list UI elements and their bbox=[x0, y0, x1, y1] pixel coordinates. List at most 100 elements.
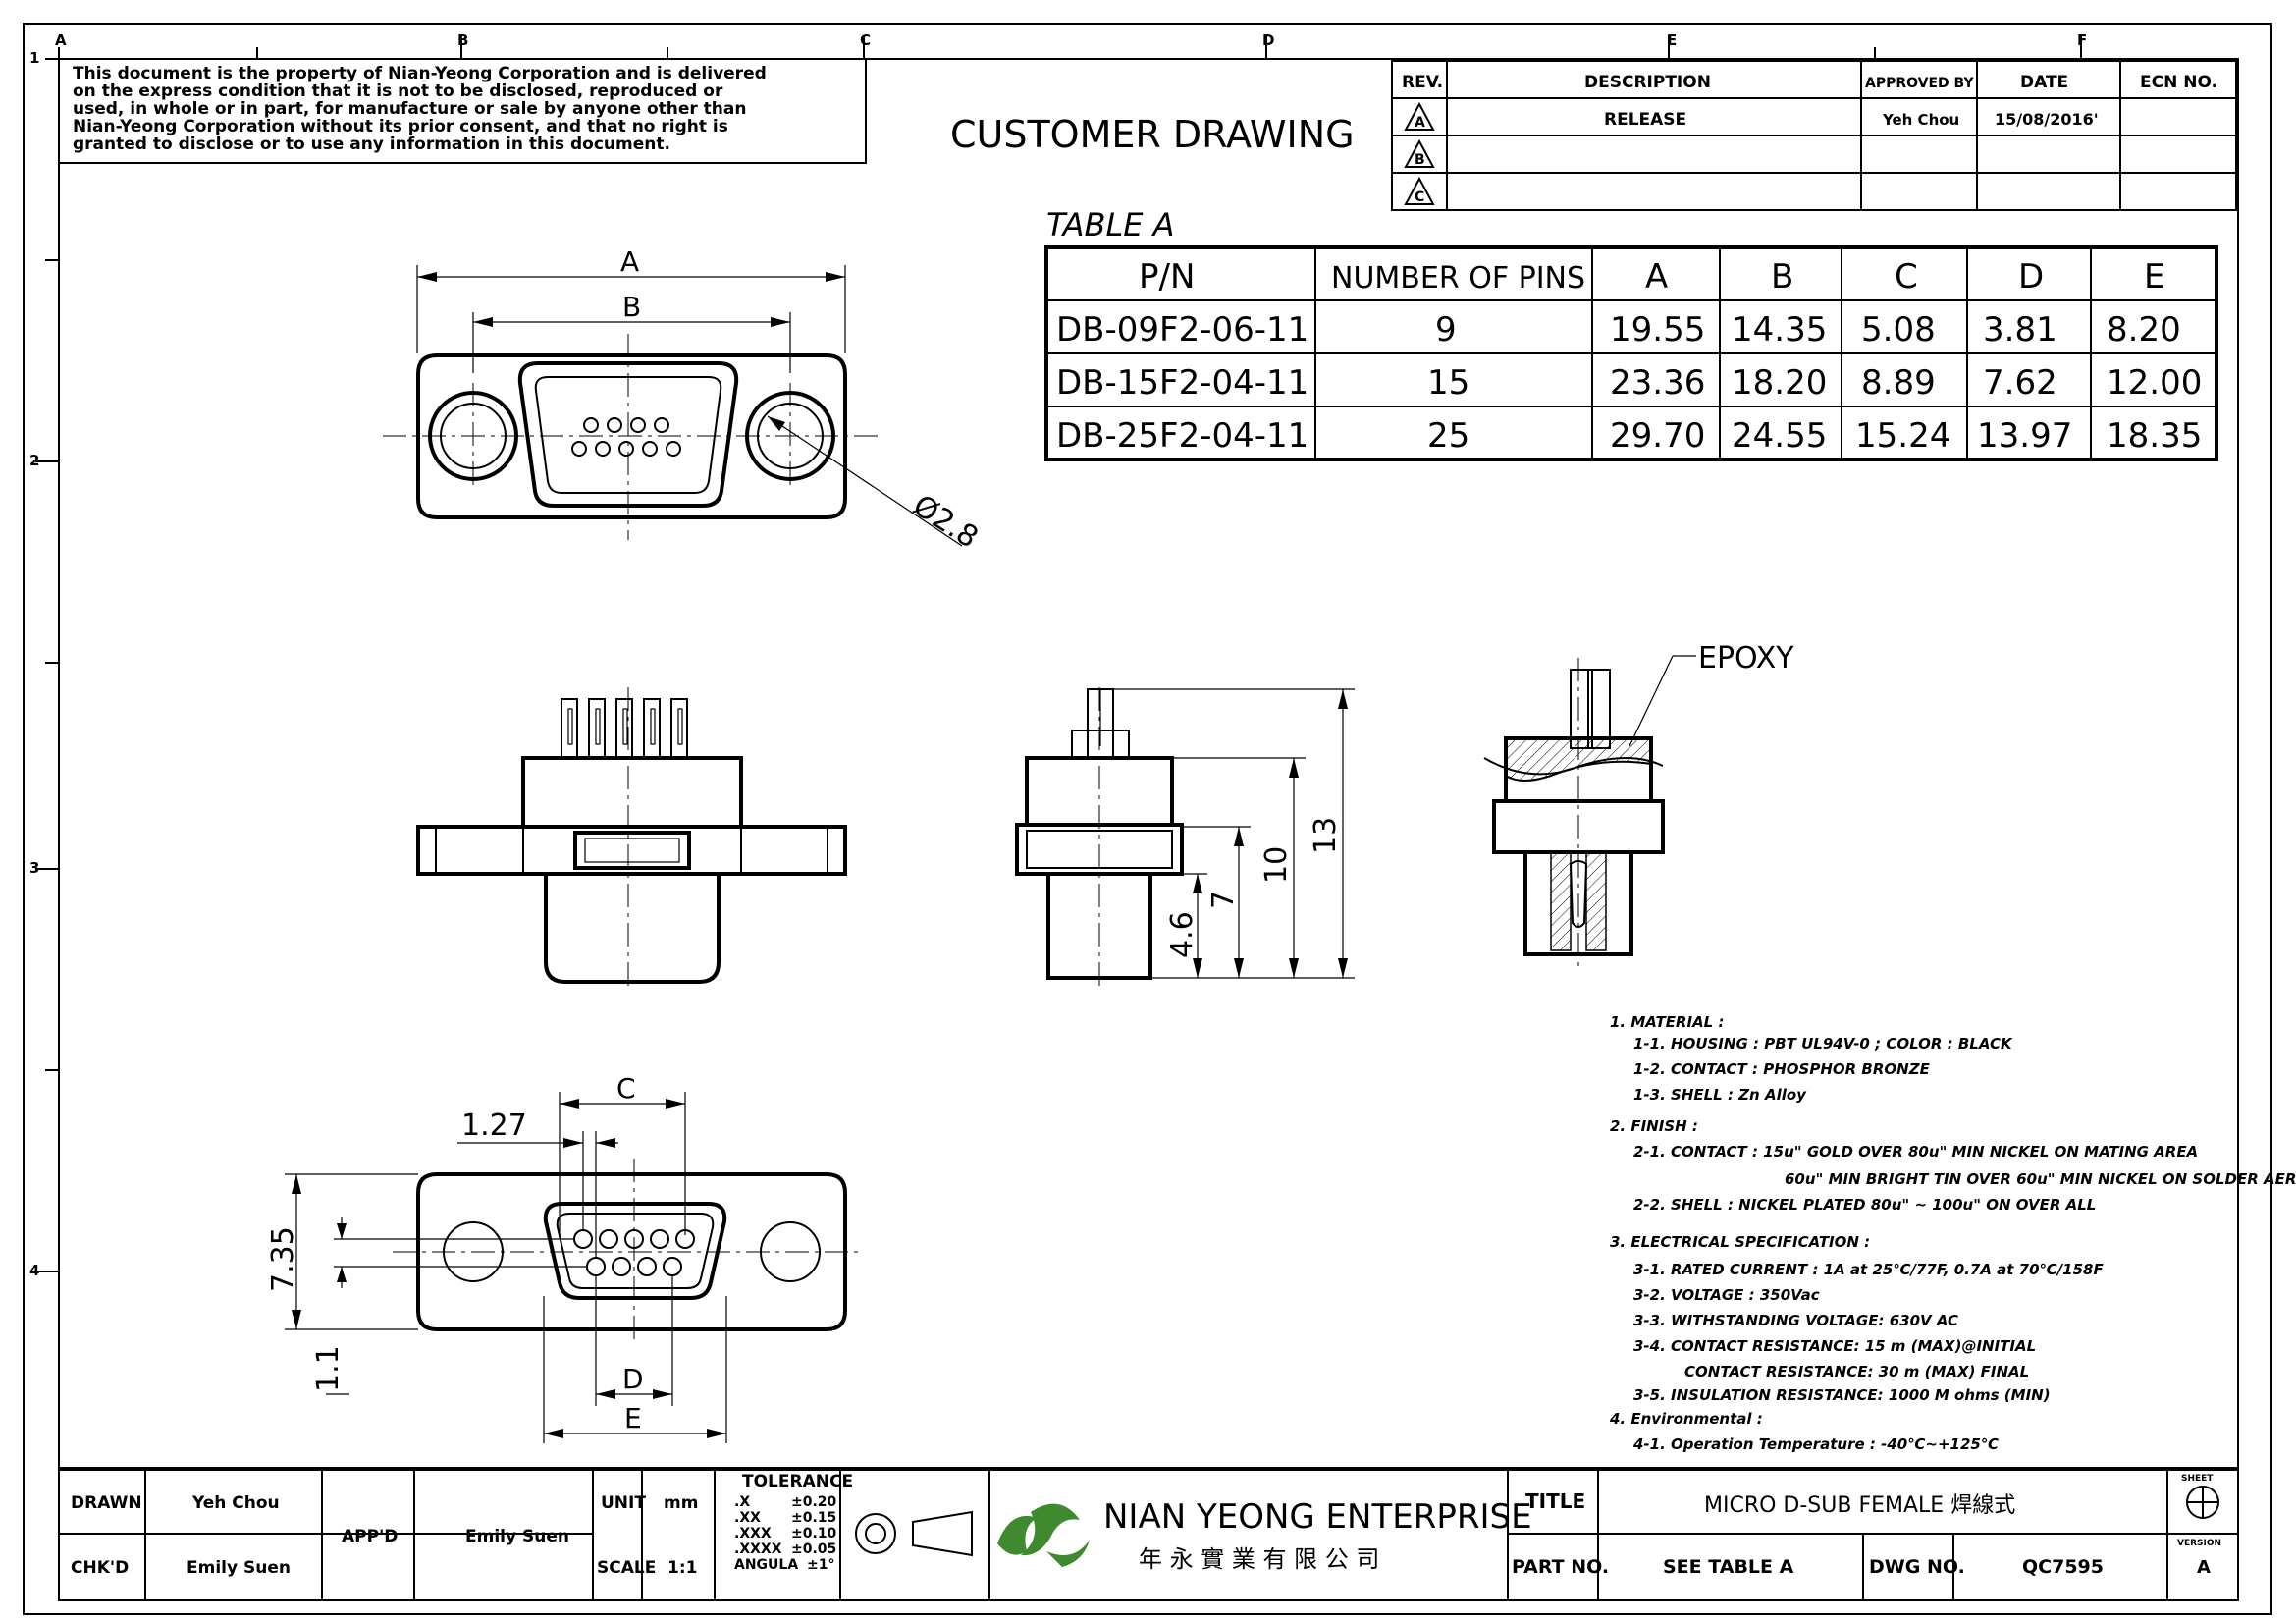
scale-label: SCALE bbox=[597, 1558, 656, 1578]
rev-header-description: DESCRIPTION bbox=[1584, 73, 1711, 92]
disclaimer-line-1: This document is the property of Nian-Ye… bbox=[73, 64, 767, 83]
note-line: 4-1. Operation Temperature : -40℃~+125℃ bbox=[1632, 1435, 2000, 1453]
disclaimer-line-3: used, in whole or in part, for manufactu… bbox=[73, 99, 746, 119]
title-block: DRAWN Yeh Chou CHK'D Emily Suen APP'D Em… bbox=[59, 1467, 2238, 1601]
table-a-header-pn: P/N bbox=[1139, 257, 1195, 297]
table-a-row1-e: 8.20 bbox=[2107, 310, 2181, 350]
rev-row-a-date: 15/08/2016' bbox=[1995, 110, 2099, 129]
table-a-row3-c: 15.24 bbox=[1855, 416, 1950, 456]
note-line: 2-2. SHELL : NICKEL PLATED 80u" ~ 100u" … bbox=[1633, 1196, 2096, 1214]
disclaimer-line-2: on the express condition that it is not … bbox=[73, 81, 723, 101]
note-line: 3. ELECTRICAL SPECIFICATION : bbox=[1610, 1233, 1870, 1251]
note-line: 3-1. RATED CURRENT : 1A at 25℃/77F, 0.7A… bbox=[1633, 1261, 2104, 1278]
note-line: 1-2. CONTACT : PHOSPHOR BRONZE bbox=[1633, 1060, 1931, 1078]
notes-block: 1. MATERIAL : 1-1. HOUSING : PBT UL94V-0… bbox=[1609, 1013, 2296, 1453]
note-line: 4. Environmental : bbox=[1609, 1410, 1763, 1428]
table-a-row2-pins: 15 bbox=[1427, 363, 1469, 403]
note-line: 2. FINISH : bbox=[1610, 1117, 1698, 1135]
approved-by-value: Emily Suen bbox=[465, 1527, 569, 1546]
dim-b-label: B bbox=[622, 291, 641, 323]
tolerance-title: TOLERANCE bbox=[742, 1472, 853, 1491]
rev-header-ecn: ECN NO. bbox=[2140, 73, 2217, 92]
table-a-row1-c: 5.08 bbox=[1861, 310, 1936, 350]
dwg-no-label: DWG NO. bbox=[1869, 1556, 1965, 1578]
note-line: 1-1. HOUSING : PBT UL94V-0 ; COLOR : BLA… bbox=[1633, 1035, 2013, 1053]
tolerance-value: ±0.20 bbox=[791, 1494, 837, 1510]
note-line: 60u" MIN BRIGHT TIN OVER 60u" MIN NICKEL… bbox=[1785, 1170, 2296, 1188]
zone-number-1: 1 bbox=[29, 49, 39, 67]
table-a-row1-a: 19.55 bbox=[1610, 310, 1705, 350]
side-view: 13 10 7 4.6 bbox=[1015, 687, 1355, 992]
table-a-header-a: A bbox=[1645, 257, 1668, 297]
version-value: A bbox=[2197, 1557, 2211, 1578]
table-a-header-c: C bbox=[1895, 257, 1918, 297]
dim-1-1-label: 1.1 bbox=[311, 1345, 346, 1392]
disclaimer-line-4: Nian-Yeong Corporation without its prior… bbox=[73, 117, 728, 136]
rev-row-a-rev: A bbox=[1415, 115, 1425, 131]
rev-header-approved: APPROVED BY bbox=[1865, 76, 1974, 91]
table-a-row2-e: 12.00 bbox=[2107, 363, 2202, 403]
note-line: 2-1. CONTACT : 15u" GOLD OVER 80u" MIN N… bbox=[1633, 1143, 2198, 1161]
rev-row-a-approved: Yeh Chou bbox=[1882, 111, 1959, 129]
tolerance-value: ±0.15 bbox=[791, 1510, 836, 1526]
dim-e-label: E bbox=[624, 1402, 642, 1434]
drawing-title: CUSTOMER DRAWING bbox=[950, 113, 1355, 156]
dim-13-label: 13 bbox=[1308, 817, 1343, 854]
zone-letter-d: D bbox=[1262, 31, 1274, 49]
table-a-row3-a: 29.70 bbox=[1610, 416, 1705, 456]
sheet-target-icon bbox=[2186, 1486, 2219, 1519]
tolerance-key: .XXX bbox=[734, 1526, 772, 1542]
version-label: VERSION bbox=[2177, 1539, 2221, 1548]
company-name-chinese: 年 永 實 業 有 限 公 司 bbox=[1139, 1545, 1379, 1573]
title-value: MICRO D-SUB FEMALE 焊線式 bbox=[1704, 1493, 2015, 1518]
table-a-row3-pins: 25 bbox=[1427, 416, 1469, 456]
tolerance-key: .XX bbox=[734, 1510, 761, 1526]
table-a-header-e: E bbox=[2144, 257, 2164, 297]
zone-number-3: 3 bbox=[29, 859, 39, 877]
table-a-row3-b: 24.55 bbox=[1732, 416, 1827, 456]
disclaimer-box: This document is the property of Nian-Ye… bbox=[58, 58, 867, 164]
rev-row-c-rev: C bbox=[1415, 189, 1424, 205]
company-name: NIAN YEONG ENTERPRISE bbox=[1103, 1497, 1532, 1537]
checked-by-value: Emily Suen bbox=[187, 1558, 291, 1578]
front-side-view bbox=[416, 687, 847, 992]
zone-letter-b: B bbox=[457, 31, 468, 49]
table-a-row2-c: 8.89 bbox=[1861, 363, 1936, 403]
section-view: EPOXY bbox=[1483, 641, 1794, 972]
rev-row-a-description: RELEASE bbox=[1604, 110, 1686, 130]
table-a-row3-e: 18.35 bbox=[2107, 416, 2202, 456]
rev-header-rev: REV. bbox=[1402, 73, 1443, 92]
zone-letter-e: E bbox=[1667, 31, 1677, 49]
dim-4-6-label: 4.6 bbox=[1165, 911, 1200, 958]
rev-row-b-rev: B bbox=[1415, 152, 1425, 168]
part-no-value: SEE TABLE A bbox=[1663, 1556, 1794, 1578]
table-a-header-d: D bbox=[2018, 257, 2044, 297]
dim-d-label: D bbox=[622, 1363, 644, 1395]
dwg-no-value: QC7595 bbox=[2022, 1556, 2104, 1578]
drawn-label: DRAWN bbox=[71, 1493, 142, 1513]
note-line: CONTACT RESISTANCE: 30 m (MAX) FINAL bbox=[1684, 1363, 2029, 1380]
table-a: TABLE A P/N NUMBER OF PINS A B C D E DB-… bbox=[1044, 206, 2218, 461]
scale-value: 1:1 bbox=[667, 1558, 697, 1578]
top-view: A B Ø2.8 bbox=[383, 245, 985, 556]
zone-letter-f: F bbox=[2077, 31, 2087, 49]
table-a-row1-pins: 9 bbox=[1435, 310, 1457, 350]
dim-c-label: C bbox=[616, 1072, 636, 1105]
note-line: 3-4. CONTACT RESISTANCE: 15 m (MAX)@INIT… bbox=[1633, 1337, 2036, 1355]
zone-letter-c: C bbox=[860, 31, 871, 49]
drawn-by-value: Yeh Chou bbox=[191, 1493, 280, 1513]
approved-label: APP'D bbox=[342, 1527, 398, 1546]
table-a-row3-d: 13.97 bbox=[1977, 416, 2072, 456]
rev-header-date: DATE bbox=[2020, 73, 2068, 92]
note-line: 1-3. SHELL : Zn Alloy bbox=[1633, 1086, 1807, 1104]
tolerance-key: ANGULA bbox=[734, 1557, 798, 1573]
table-a-header-b: B bbox=[1771, 257, 1793, 297]
company-logo-icon bbox=[997, 1503, 1090, 1567]
epoxy-label: EPOXY bbox=[1698, 641, 1794, 676]
unit-label: UNIT bbox=[601, 1493, 646, 1513]
zone-letter-a: A bbox=[55, 31, 67, 49]
tolerance-key: .X bbox=[734, 1494, 750, 1510]
table-a-row2-a: 23.36 bbox=[1610, 363, 1705, 403]
zone-markers: A B C D E F 1 2 3 4 bbox=[29, 31, 2087, 1279]
